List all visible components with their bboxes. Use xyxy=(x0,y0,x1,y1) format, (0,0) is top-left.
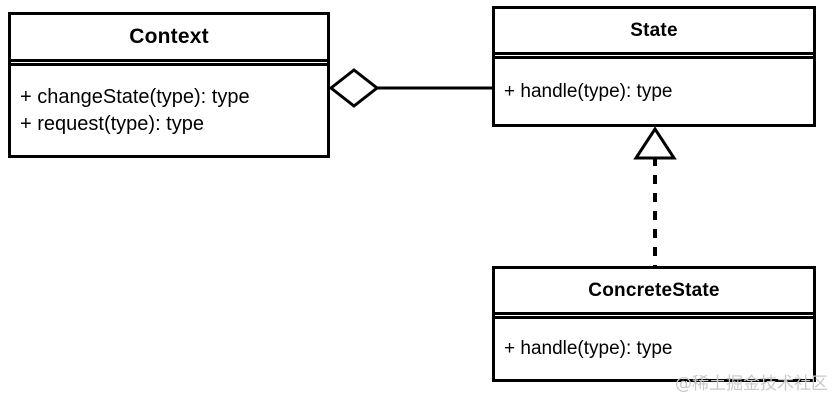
class-box-state[interactable]: State + handle(type): type xyxy=(492,6,816,127)
class-box-concretestate[interactable]: ConcreteState + handle(type): type xyxy=(492,266,816,382)
class-member: + changeState(type): type xyxy=(20,86,250,109)
class-members-compartment-state: + handle(type): type xyxy=(495,59,813,124)
class-title-compartment-concretestate: ConcreteState xyxy=(495,269,813,315)
class-members-compartment-context: + changeState(type): type + request(type… xyxy=(11,66,327,155)
class-name-concretestate: ConcreteState xyxy=(588,279,720,301)
watermark-text: @稀土掘金技术社区 xyxy=(675,374,828,394)
class-member: + request(type): type xyxy=(20,112,204,135)
class-members-compartment-concretestate: + handle(type): type xyxy=(495,319,813,379)
realization-triangle-icon xyxy=(633,126,677,160)
class-title-compartment-context: Context xyxy=(11,15,327,62)
class-member: + handle(type): type xyxy=(504,80,673,102)
compartment-divider-state xyxy=(495,55,813,59)
aggregation-connector-context-state[interactable] xyxy=(328,68,493,108)
class-name-context: Context xyxy=(129,25,209,48)
compartment-divider-concretestate xyxy=(495,315,813,319)
class-title-compartment-state: State xyxy=(495,9,813,55)
aggregation-diamond-icon xyxy=(328,68,380,108)
class-name-state: State xyxy=(630,19,678,41)
class-member: + handle(type): type xyxy=(504,338,673,360)
compartment-divider-context xyxy=(11,62,327,66)
class-box-context[interactable]: Context + changeState(type): type + requ… xyxy=(8,12,330,158)
realization-connector-concretestate-state[interactable] xyxy=(633,126,677,267)
